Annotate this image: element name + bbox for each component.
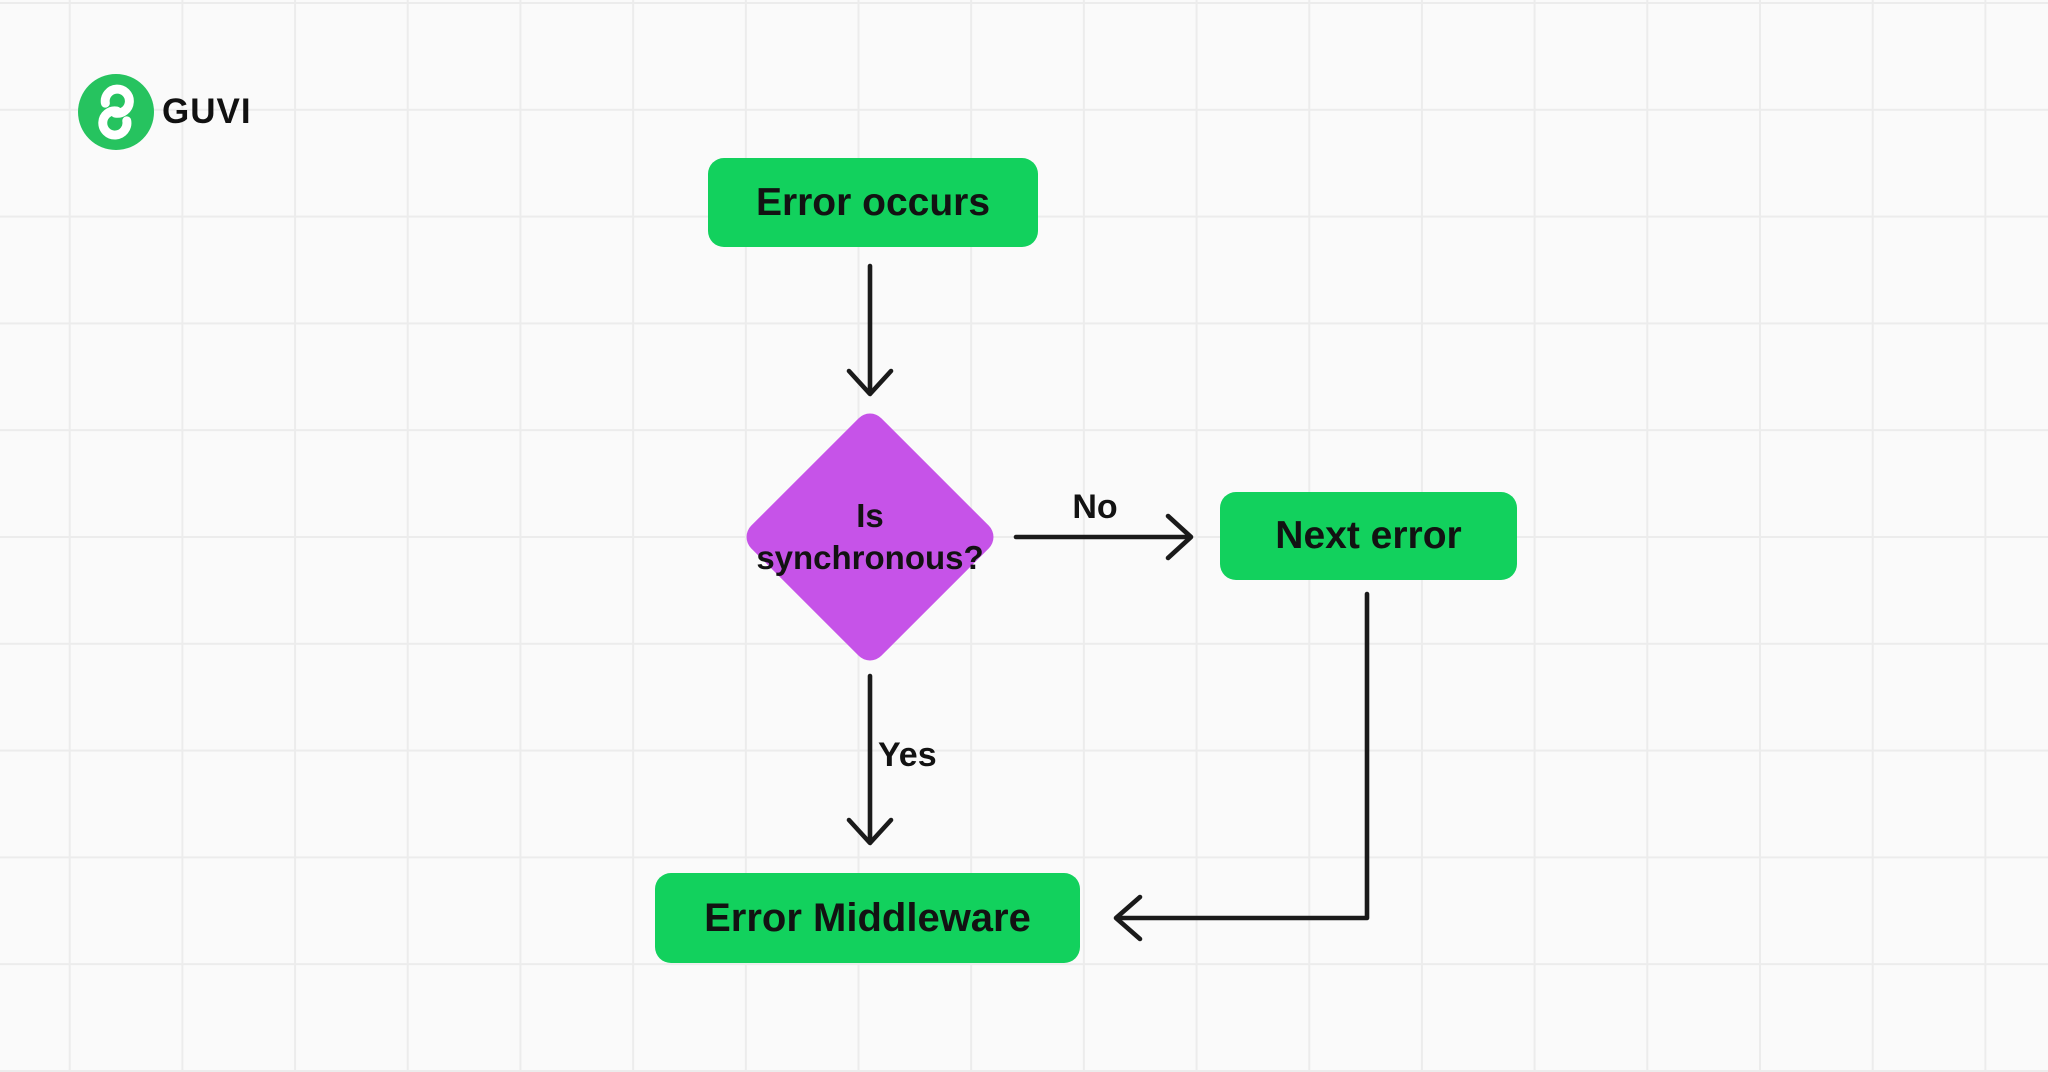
decision-label-line1: Is [856, 496, 884, 534]
node-next-error: Next error [1220, 492, 1517, 580]
node-is-synchronous-label: Is synchronous? [740, 407, 1000, 667]
node-next-error-label: Next error [1275, 514, 1462, 557]
node-error-occurs-label: Error occurs [755, 180, 991, 224]
node-error-middleware: Error Middleware [655, 873, 1080, 963]
edge-label-yes: Yes [878, 736, 937, 774]
edge-label-no: No [1072, 488, 1118, 526]
decision-label-line2: synchronous? [756, 539, 984, 576]
node-error-middleware-label: Error Middleware [704, 895, 1031, 940]
node-error-occurs: Error occurs [708, 158, 1038, 247]
edge-start-to-decision [846, 263, 894, 397]
guvi-logo-icon [78, 74, 154, 150]
brand-name: GUVI [162, 92, 252, 131]
edge-next-error-to-error-middleware [1113, 591, 1370, 942]
guvi-g-glyph [98, 84, 134, 140]
